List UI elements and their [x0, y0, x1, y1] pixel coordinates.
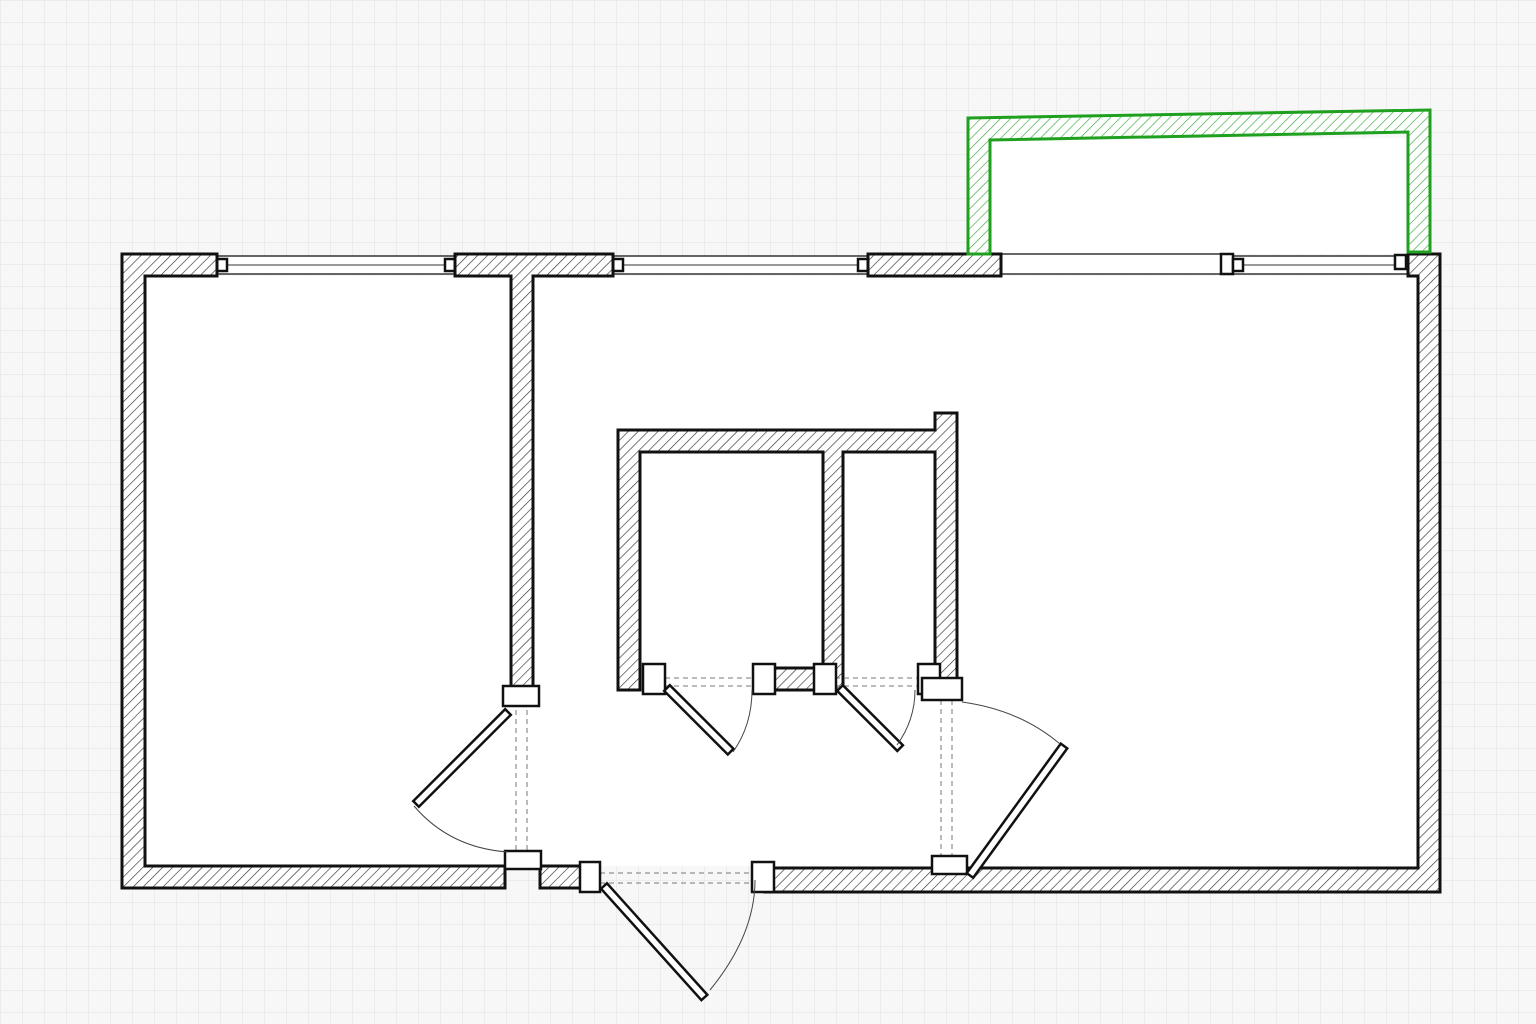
window-right[interactable] — [1219, 252, 1409, 276]
door-bathroom-1[interactable] — [641, 662, 777, 757]
door-bedroom[interactable] — [411, 684, 543, 871]
balcony-opening[interactable] — [1000, 253, 1222, 275]
window-middle[interactable] — [611, 255, 870, 275]
door-living-room[interactable] — [920, 676, 1069, 880]
bathroom-block-walls — [616, 411, 959, 692]
balcony-wall[interactable] — [966, 108, 1432, 256]
balcony-floor — [990, 138, 1408, 254]
window-left[interactable] — [215, 255, 457, 275]
outer-wall-left — [120, 252, 507, 890]
door-openings — [515, 677, 953, 884]
door-entrance[interactable] — [578, 860, 776, 1002]
outer-wall-top-right — [866, 252, 1003, 278]
interior-floor — [145, 276, 1418, 866]
